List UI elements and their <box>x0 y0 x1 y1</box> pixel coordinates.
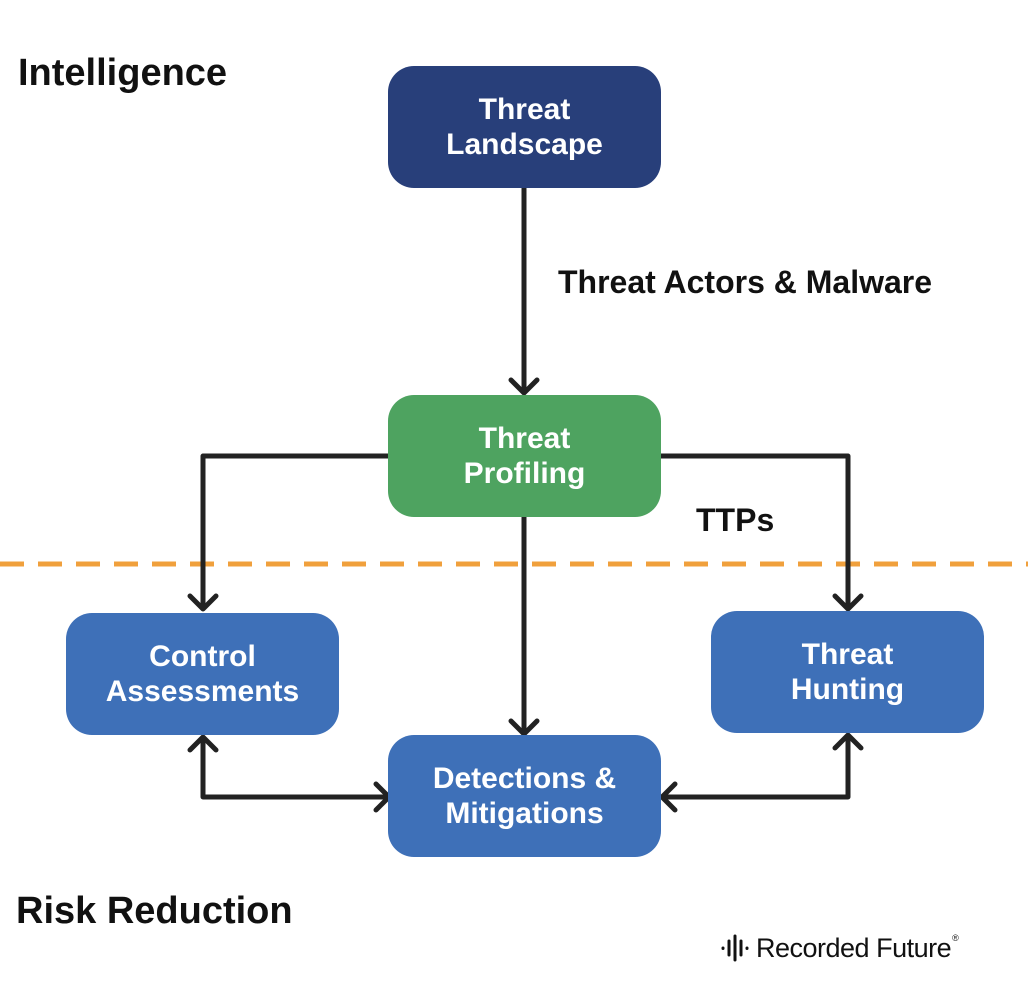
threat-landscape-line2: Landscape <box>446 128 603 161</box>
arrow-hunting-detections <box>660 733 851 800</box>
detections-mitigations-line1: Detections & <box>432 762 617 795</box>
arrow-profiling-to-hunting <box>657 453 851 611</box>
arrow-control-detections <box>200 735 391 800</box>
threat-profiling-node[interactable]: Threat Profiling <box>388 395 661 517</box>
recorded-future-mark-icon <box>721 934 749 962</box>
arrowhead-hunting-up <box>832 732 864 751</box>
control-assessments-line2: Assessments <box>105 675 300 708</box>
control-assessments-line1: Control <box>149 640 256 673</box>
recorded-future-logo: Recorded Future® <box>720 930 959 966</box>
threat-hunting-line1: Threat <box>801 638 894 671</box>
ttps-label: TTPs <box>696 502 775 538</box>
threat-hunting-line2: Hunting <box>790 673 905 706</box>
registered-mark: ® <box>952 932 959 943</box>
threat-actors-malware-label: Threat Actors & Malware <box>558 264 933 300</box>
arrowhead-detections-right <box>659 781 678 813</box>
threat-landscape-node[interactable]: Threat Landscape <box>388 66 661 188</box>
arrowhead-control-up <box>187 734 219 753</box>
arrowhead-profiling <box>508 377 540 396</box>
risk-reduction-label: Risk Reduction <box>16 890 293 932</box>
detections-mitigations-line2: Mitigations <box>445 797 604 830</box>
threat-landscape-line1: Threat <box>478 93 571 126</box>
arrow-profiling-to-control <box>200 453 391 611</box>
threat-profiling-line1: Threat <box>478 422 571 455</box>
arrowhead-control <box>187 593 219 612</box>
arrowhead-detections <box>508 718 540 737</box>
arrowhead-hunting <box>832 593 864 612</box>
control-assessments-node[interactable]: Control Assessments <box>66 613 339 735</box>
threat-hunting-node[interactable]: Threat Hunting <box>711 611 984 733</box>
detections-mitigations-node[interactable]: Detections & Mitigations <box>388 735 661 857</box>
recorded-future-brand: Recorded Future <box>756 932 952 963</box>
recorded-future-wordmark: Recorded Future® <box>756 932 959 964</box>
intelligence-label: Intelligence <box>18 52 228 94</box>
threat-profiling-line2: Profiling <box>463 457 586 490</box>
